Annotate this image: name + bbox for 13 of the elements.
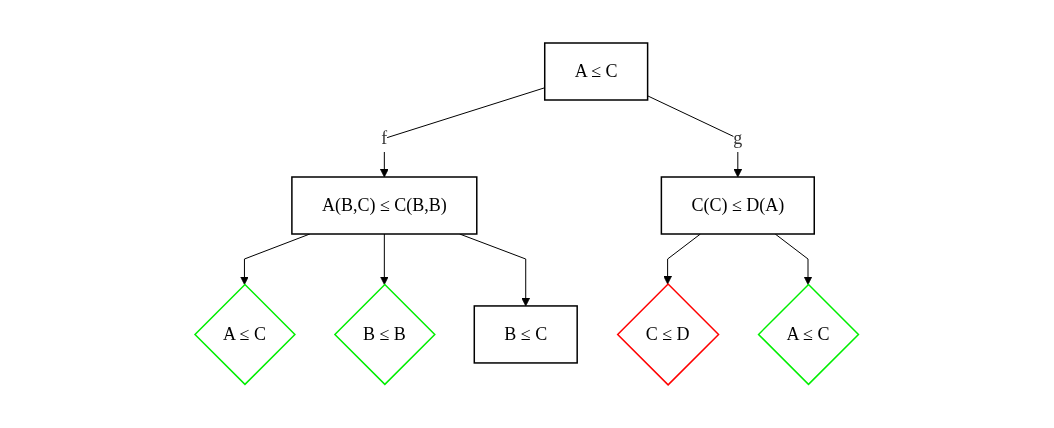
arrow — [380, 233, 389, 285]
node-box: C(C) ≤ D(A) — [660, 176, 816, 235]
node-diamond: C ≤ D — [616, 283, 720, 386]
node-diamond: A ≤ C — [757, 283, 860, 386]
node-box: B ≤ C — [473, 305, 579, 364]
node-diamond: B ≤ B — [334, 283, 437, 386]
node-diamond: A ≤ C — [194, 283, 297, 386]
node-box: A(B,C) ≤ C(B,B) — [291, 176, 478, 235]
edge-label: g — [733, 128, 743, 149]
edge-label: f — [381, 128, 388, 149]
arrow — [774, 233, 813, 285]
node-box: A ≤ C — [544, 42, 649, 101]
arrow — [647, 95, 743, 178]
